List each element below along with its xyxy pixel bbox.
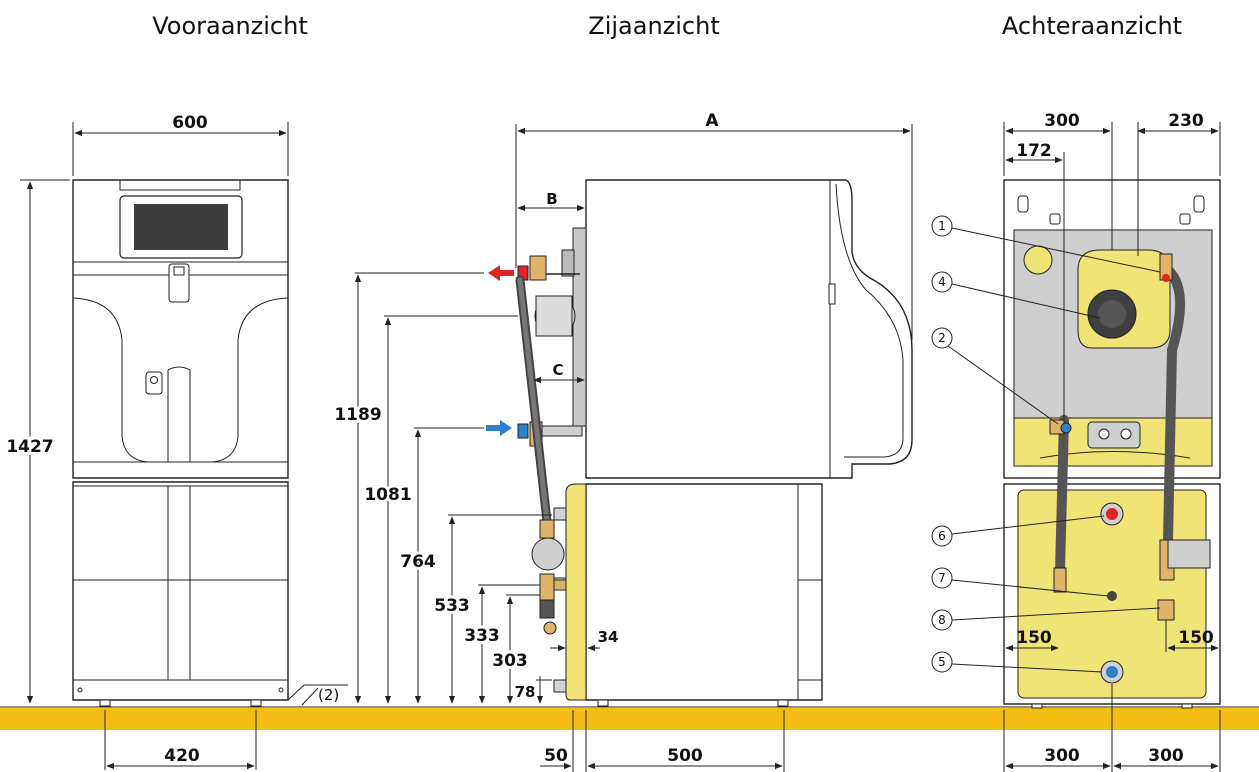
rear-view-title: Achteraanzicht <box>1002 12 1182 40</box>
dim-side-533: 533 <box>434 596 470 616</box>
svg-text:8: 8 <box>938 613 946 627</box>
dim-rear-300-right: 300 <box>1148 746 1184 766</box>
dim-side-303: 303 <box>492 651 528 671</box>
dim-front-feet: 420 <box>164 746 200 766</box>
svg-text:2: 2 <box>938 331 946 345</box>
side-view-title: Zijaanzicht <box>588 12 719 40</box>
dim-rear-150-right: 150 <box>1178 628 1214 648</box>
side-upper-casing <box>585 179 913 479</box>
callout-4: 4 <box>931 271 1101 319</box>
dim-rear-300-left: 300 <box>1044 746 1080 766</box>
side-valve-top <box>529 255 547 281</box>
rear-hose-right <box>1163 265 1186 545</box>
dim-side-500: 500 <box>667 746 703 766</box>
dim-side-a: A <box>705 111 719 131</box>
dim-side-1081: 1081 <box>364 485 411 505</box>
side-back-plate <box>572 227 587 427</box>
side-cold-inlet <box>517 423 529 439</box>
front-view-title: Vooraanzicht <box>152 12 308 40</box>
dim-front-height: 1427 <box>6 437 53 457</box>
rear-hose-left <box>1055 415 1069 575</box>
rear-view: 1 4 2 6 7 8 5 <box>931 111 1221 772</box>
dim-side-c: C <box>552 361 563 379</box>
front-view: 600 1427 420 (2) <box>3 113 348 770</box>
callout-1: 1 <box>931 215 1161 273</box>
rear-drain-port <box>1107 591 1117 601</box>
dim-rear-172: 172 <box>1016 141 1052 161</box>
callout-7: 7 <box>931 567 1109 597</box>
side-view: A B C 1189 1081 764 533 333 303 78 34 <box>331 111 913 772</box>
side-expansion-valve <box>531 537 565 571</box>
svg-text:4: 4 <box>938 275 946 289</box>
dim-side-50: 50 <box>544 746 568 766</box>
callout-5: 5 <box>931 651 1103 673</box>
dim-side-34: 34 <box>598 628 619 646</box>
dim-rear-150-left: 150 <box>1016 628 1052 648</box>
dim-rear-300-top: 300 <box>1044 111 1080 131</box>
dim-front-width: 600 <box>172 113 208 133</box>
display-screen <box>134 204 228 250</box>
svg-text:7: 7 <box>938 571 946 585</box>
cold-water-arrow-icon <box>486 420 512 436</box>
dim-rear-230: 230 <box>1168 111 1204 131</box>
callout-8: 8 <box>931 607 1161 631</box>
dim-side-1189: 1189 <box>334 405 381 425</box>
note-2: (2) <box>318 686 339 704</box>
hot-water-arrow-icon <box>488 265 514 281</box>
svg-text:1: 1 <box>938 219 946 233</box>
svg-text:6: 6 <box>938 529 946 543</box>
dim-side-78: 78 <box>515 683 536 701</box>
callout-6: 6 <box>931 515 1105 547</box>
callout-2: 2 <box>931 327 1059 425</box>
dim-side-764: 764 <box>400 552 436 572</box>
floor <box>0 708 1259 730</box>
svg-text:5: 5 <box>938 655 946 669</box>
dim-side-b: B <box>546 190 557 208</box>
dim-side-333: 333 <box>464 626 500 646</box>
side-buffer-insulation <box>565 483 587 701</box>
